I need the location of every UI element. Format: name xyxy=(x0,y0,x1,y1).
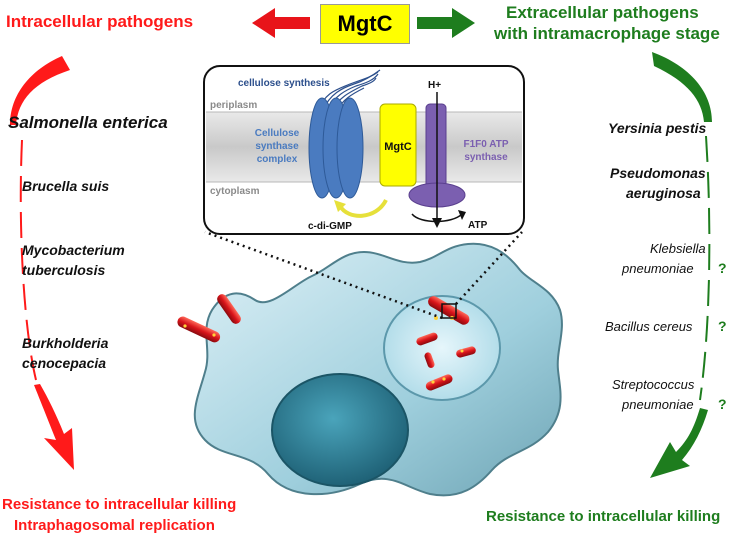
left-arc-top xyxy=(10,56,70,125)
left-species-3a: Mycobacterium xyxy=(22,242,125,258)
zoom-line-right xyxy=(455,231,523,305)
left-species-3b: tuberculosis xyxy=(22,262,106,278)
right-arc-bottom-arrow xyxy=(650,408,708,478)
left-heading: Intracellular pathogens xyxy=(6,12,194,31)
mgtc-protein-label: MgtC xyxy=(384,141,412,153)
bacteria xyxy=(177,294,476,391)
zoom-box xyxy=(441,303,457,319)
mgtc-title: MgtC xyxy=(337,11,393,36)
left-species-4b: cenocepacia xyxy=(22,355,107,371)
bacterium xyxy=(177,316,221,343)
proton-label: H+ xyxy=(428,80,441,91)
phagosome xyxy=(383,295,501,401)
right-species-5-question: ? xyxy=(718,396,727,412)
atp-synthase-label-2: synthase xyxy=(464,152,508,163)
complex-label-2: synthase xyxy=(255,141,299,152)
right-species-3b: pneumoniae xyxy=(622,261,694,276)
proton-arrowhead-icon xyxy=(432,218,442,228)
right-species-4-question: ? xyxy=(718,318,727,334)
mgtc-title-box: MgtC xyxy=(320,4,410,44)
right-arrow-icon xyxy=(417,8,475,38)
complex-label-1: Cellulose xyxy=(255,128,300,139)
mgtc-protein xyxy=(379,103,417,187)
bacterium xyxy=(217,294,241,324)
cdigmp-arrowhead-icon xyxy=(334,200,346,212)
atp-synthase-label-1: F1F0 ATP xyxy=(463,139,508,150)
bacterium xyxy=(425,374,453,391)
right-species-3-question: ? xyxy=(718,260,727,276)
atp-label: ATP xyxy=(468,220,488,231)
left-outcome-1: Resistance to intracellular killing xyxy=(2,496,237,513)
right-species-1: Yersinia pestis xyxy=(608,120,707,136)
left-dashed-line xyxy=(19,139,37,381)
right-species-5b: pneumoniae xyxy=(622,397,694,412)
zoom-line-left xyxy=(204,230,443,320)
right-species-4: Bacillus cereus xyxy=(605,319,693,334)
right-dashed-line xyxy=(699,135,711,401)
bacterium xyxy=(428,296,470,325)
right-species-5a: Streptococcus xyxy=(612,377,695,392)
right-heading-1: Extracellular pathogens xyxy=(506,3,699,22)
left-species-1: Salmonella enterica xyxy=(8,113,168,132)
cellulose-synthesis-label: cellulose synthesis xyxy=(238,78,330,89)
cdigmp-label: c-di-GMP xyxy=(308,221,352,232)
bacterium xyxy=(456,346,476,358)
right-species-3a: Klebsiella xyxy=(650,241,706,256)
right-species-2b: aeruginosa xyxy=(626,185,701,201)
right-heading-2: with intramacrophage stage xyxy=(494,24,720,43)
complex-label-3: complex xyxy=(257,154,298,165)
left-arrow-icon xyxy=(252,8,310,38)
bacterium xyxy=(424,352,435,368)
left-species-2: Brucella suis xyxy=(22,178,110,194)
inner-membrane xyxy=(206,112,522,182)
left-outcome-2: Intraphagosomal replication xyxy=(14,517,215,534)
right-outcome: Resistance to intracellular killing xyxy=(486,508,721,525)
left-species-4a: Burkholderia xyxy=(22,335,109,351)
rotation-arrowhead-icon xyxy=(458,210,466,220)
left-arc-bottom-arrow xyxy=(34,384,74,470)
periplasm-label: periplasm xyxy=(210,100,257,111)
right-species-2a: Pseudomonas xyxy=(610,165,706,181)
cellulose-synthase-complex xyxy=(308,97,364,199)
right-arc-top xyxy=(652,52,712,122)
cytoplasm-label: cytoplasm xyxy=(210,186,260,197)
rotation-arrow xyxy=(411,213,463,223)
cdigmp-arrow xyxy=(338,198,388,218)
nucleus xyxy=(271,373,409,487)
bacterium xyxy=(416,332,438,346)
